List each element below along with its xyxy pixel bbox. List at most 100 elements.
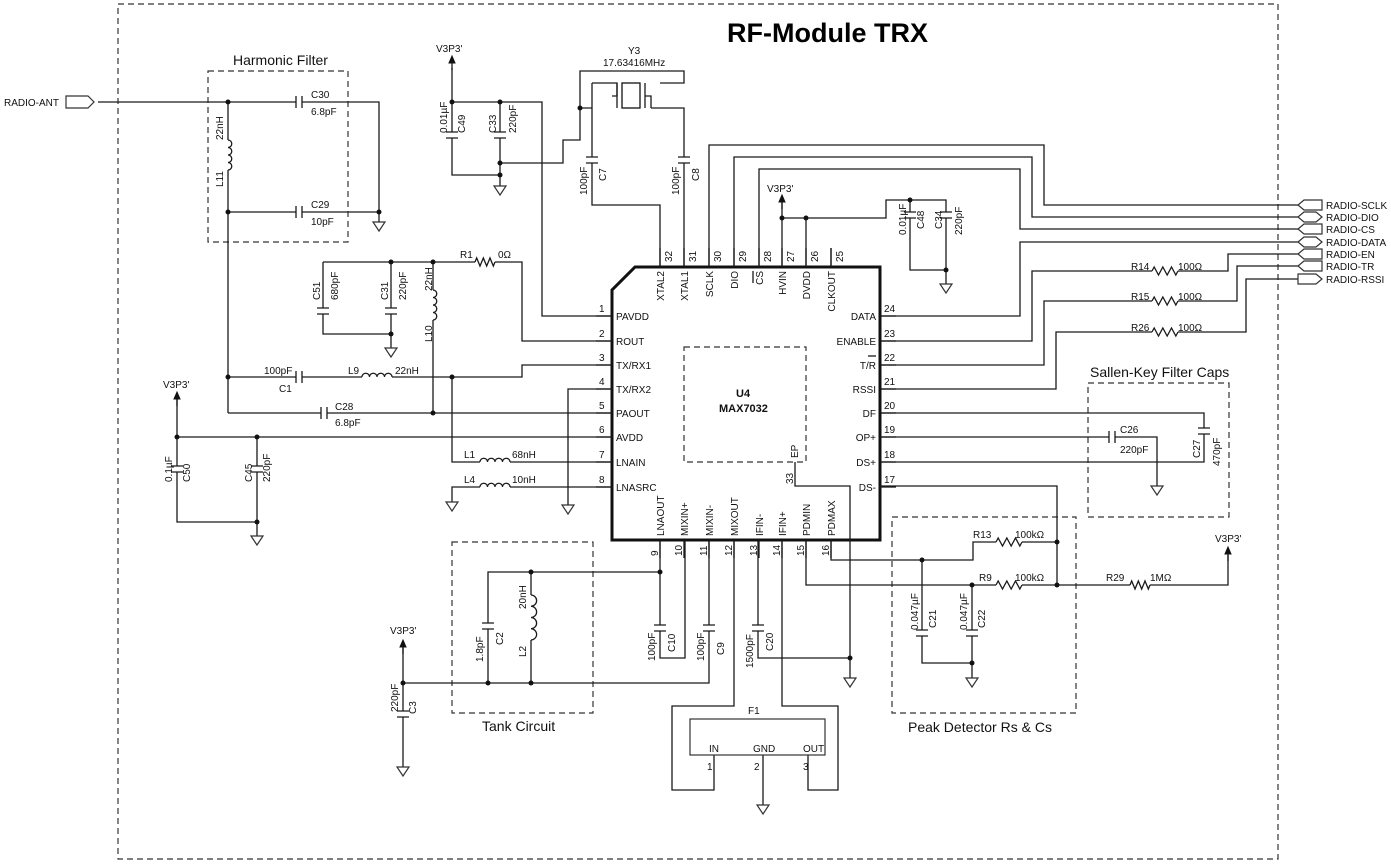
- capacitor-symbol: [966, 629, 978, 637]
- junction-dot: [657, 569, 663, 575]
- junction-dot: [969, 582, 975, 588]
- l11-value: 22nH: [215, 116, 226, 140]
- junction-dot: [943, 267, 949, 273]
- port-radio-sclk[interactable]: RADIO-SCLK: [1297, 199, 1387, 212]
- c27-ref: C27: [1192, 439, 1203, 458]
- f1-ref: F1: [748, 706, 760, 717]
- port-radio-cs[interactable]: RADIO-CS: [1297, 223, 1375, 236]
- f1-pin-out-name: OUT: [803, 744, 824, 755]
- c21-value: 0.047µF: [910, 593, 921, 630]
- junction-dot: [485, 680, 491, 686]
- port-label: RADIO-EN: [1326, 250, 1375, 261]
- power-label-r29: V3P3': [1215, 534, 1241, 545]
- c49-ref: C49: [457, 114, 468, 133]
- junction-dot: [847, 655, 853, 661]
- pin-number: 7: [599, 450, 605, 461]
- capacitor-symbol: [678, 156, 690, 164]
- pin-name: DATA: [851, 312, 877, 323]
- pin-name: IFIN-: [755, 514, 766, 536]
- pin-number: 31: [688, 250, 699, 262]
- c51-ref: C51: [312, 281, 323, 300]
- power-label-hvin: V3P3': [767, 184, 793, 195]
- inductor-symbol: [432, 289, 438, 321]
- r29-ref: R29: [1106, 573, 1125, 584]
- pin-name: TX/RX1: [616, 361, 651, 372]
- pin-number: 23: [884, 329, 896, 340]
- port-radio-dio[interactable]: RADIO-DIO: [1297, 211, 1379, 224]
- c50-value: 0.1µF: [164, 456, 175, 482]
- c30-ref: C30: [311, 90, 330, 101]
- pin-name: ROUT: [616, 337, 644, 348]
- port-shape: [1297, 236, 1323, 248]
- inductor-symbol: [227, 139, 233, 171]
- c31-ref: C31: [380, 281, 391, 300]
- c31-value: 220pF: [398, 272, 409, 300]
- power-arrow-icon: [173, 390, 181, 406]
- crystal-frequency: 17.63416MHz: [603, 58, 665, 69]
- c10-ref: C10: [667, 633, 678, 652]
- c7-value: 100pF: [579, 167, 590, 195]
- junction-dot: [254, 519, 260, 525]
- junction-dot: [577, 105, 583, 111]
- junction-dot: [919, 557, 925, 563]
- pin-number: 15: [796, 544, 807, 556]
- port-radio-ant[interactable]: RADIO-ANT: [4, 95, 95, 109]
- capacitor-symbol: [752, 624, 764, 632]
- r26-ref: R26: [1131, 323, 1150, 334]
- port-radio-tr[interactable]: RADIO-TR: [1297, 260, 1374, 273]
- c30-value: 6.8pF: [311, 107, 337, 118]
- port-shape: [1297, 211, 1323, 223]
- c28-value: 6.8pF: [335, 418, 361, 429]
- pin-number: 14: [772, 544, 783, 556]
- crystal-y3: Y3 17.63416MHz: [603, 46, 665, 109]
- c9-ref: C9: [716, 642, 727, 655]
- capacitor-symbol: [904, 211, 916, 219]
- capacitor-symbol: [482, 622, 494, 630]
- port-shape: [1297, 273, 1323, 285]
- l10-value: 22nH: [424, 267, 435, 291]
- pin-name: DS+: [856, 458, 876, 469]
- capacitor-symbol: [251, 465, 263, 473]
- port-shape: [1297, 223, 1323, 235]
- pin-number: 21: [884, 377, 896, 388]
- junction-dot: [528, 680, 534, 686]
- c50-ref: C50: [182, 463, 193, 482]
- pin-number: 13: [749, 544, 760, 556]
- pin-name: RSSI: [853, 385, 876, 396]
- c33-value: 220pF: [508, 105, 519, 133]
- c2-value: 1.8pF: [475, 636, 486, 662]
- ground-icon: [938, 283, 954, 295]
- pin-name: TX/RX2: [616, 385, 651, 396]
- resistor-symbol: [995, 579, 1023, 591]
- junction-dot: [430, 410, 436, 416]
- pin-name: XTAL1: [680, 271, 691, 301]
- port-radio-rssi[interactable]: RADIO-RSSI: [1297, 273, 1384, 286]
- c51-value: 680pF: [330, 272, 341, 300]
- f1-pin-out-num: 3: [803, 762, 809, 773]
- r1-value: 0Ω: [498, 250, 512, 261]
- power-arrow-icon: [448, 54, 456, 70]
- junction-dot: [497, 99, 503, 105]
- ground-icon: [395, 766, 411, 778]
- port-radio-ant-label: RADIO-ANT: [4, 98, 59, 109]
- pin-name: CS: [755, 271, 766, 285]
- pin-number: 22: [884, 353, 896, 364]
- module-border: [117, 3, 1279, 860]
- c8-value: 100pF: [671, 167, 682, 195]
- port-radio-en[interactable]: RADIO-EN: [1297, 248, 1375, 261]
- resistor-symbol: [474, 256, 496, 268]
- l4-value: 10nH: [512, 475, 536, 486]
- c29-ref: C29: [311, 200, 330, 211]
- capacitor-symbol: [295, 96, 303, 108]
- c22-ref: C22: [977, 609, 988, 628]
- c27-value: 470pF: [1212, 438, 1223, 466]
- c45-ref: C45: [244, 463, 255, 482]
- port-radio-data[interactable]: RADIO-DATA: [1297, 236, 1387, 249]
- r1-ref: R1: [460, 250, 473, 261]
- capacitor-symbol: [295, 206, 303, 218]
- pin-number: 26: [810, 250, 821, 262]
- l4-ref: L4: [464, 475, 476, 486]
- junction-dot: [497, 160, 503, 166]
- harmonic-filter-label: Harmonic Filter: [233, 52, 328, 68]
- c33-ref: C33: [488, 114, 499, 133]
